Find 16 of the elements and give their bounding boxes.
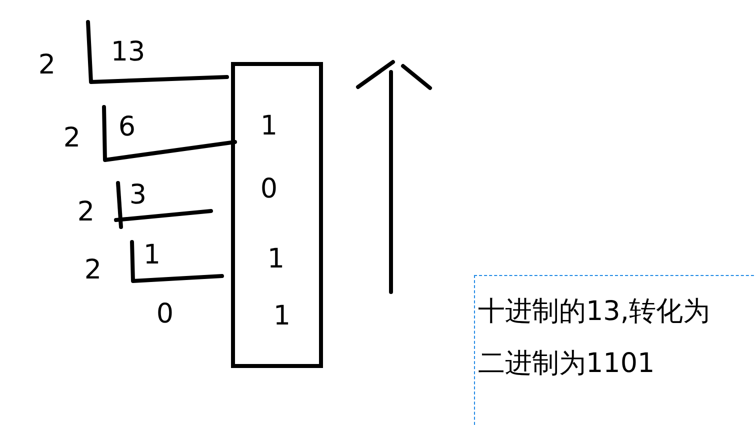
text-box (474, 275, 756, 425)
remainder-box (231, 62, 323, 368)
number-label: 2 (63, 124, 81, 152)
number-label: 1 (143, 242, 161, 268)
conclusion-text: 十进制的13,转化为二进制为1101 (478, 295, 711, 381)
remainder-digit: 1 (260, 112, 278, 140)
number-label: 0 (156, 300, 174, 328)
number-label: 2 (77, 198, 95, 226)
number-label: 2 (38, 52, 56, 78)
number-label: 13 (110, 38, 146, 66)
number-label: 2 (84, 256, 102, 284)
number-label: 6 (118, 114, 136, 140)
remainder-digit: 0 (260, 176, 278, 202)
remainder-digit: 1 (273, 302, 291, 330)
number-label: 3 (129, 182, 147, 208)
remainder-digit: 1 (267, 246, 285, 272)
